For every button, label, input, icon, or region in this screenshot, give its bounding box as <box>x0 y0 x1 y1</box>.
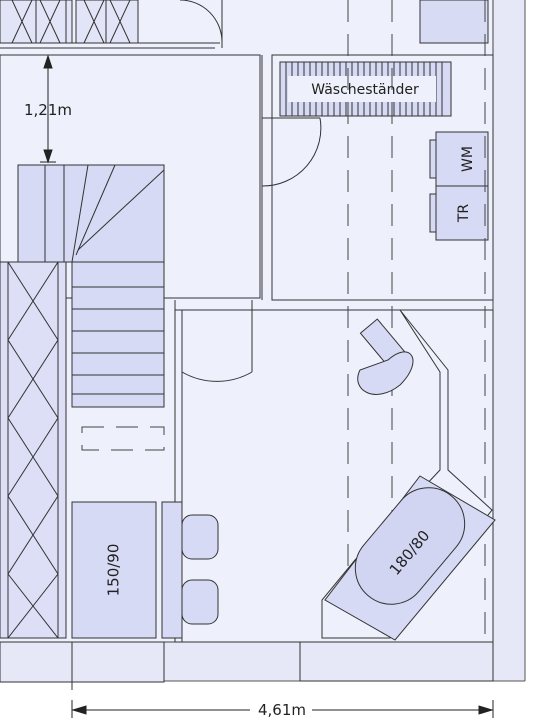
bottom-wall-right <box>299 641 494 682</box>
bottom-wall-left <box>0 641 165 683</box>
drying-rack-label: Wäscheständer <box>311 82 419 98</box>
dim-vertical-label: 1,21m <box>24 101 72 119</box>
shower-label: 150/90 <box>105 544 123 597</box>
toilet <box>357 318 414 395</box>
dryer-label: TR <box>456 204 472 224</box>
washer-label: WM <box>460 146 476 172</box>
door-swing-top <box>179 0 223 43</box>
top-wardrobe <box>0 0 139 44</box>
drying-rack <box>279 61 452 117</box>
dryer <box>435 185 489 241</box>
bathtub <box>321 309 496 641</box>
door-swing-laundry <box>261 117 322 187</box>
roof-slope-lines <box>81 0 486 642</box>
dimension-vertical <box>40 54 56 164</box>
washing-machine <box>435 131 489 187</box>
dim-horizontal-label: 4,61m <box>258 701 306 719</box>
door-swing-bathroom <box>181 371 253 382</box>
shower <box>71 501 219 639</box>
left-wardrobe <box>0 261 67 639</box>
top-right-cabinet <box>419 0 489 44</box>
